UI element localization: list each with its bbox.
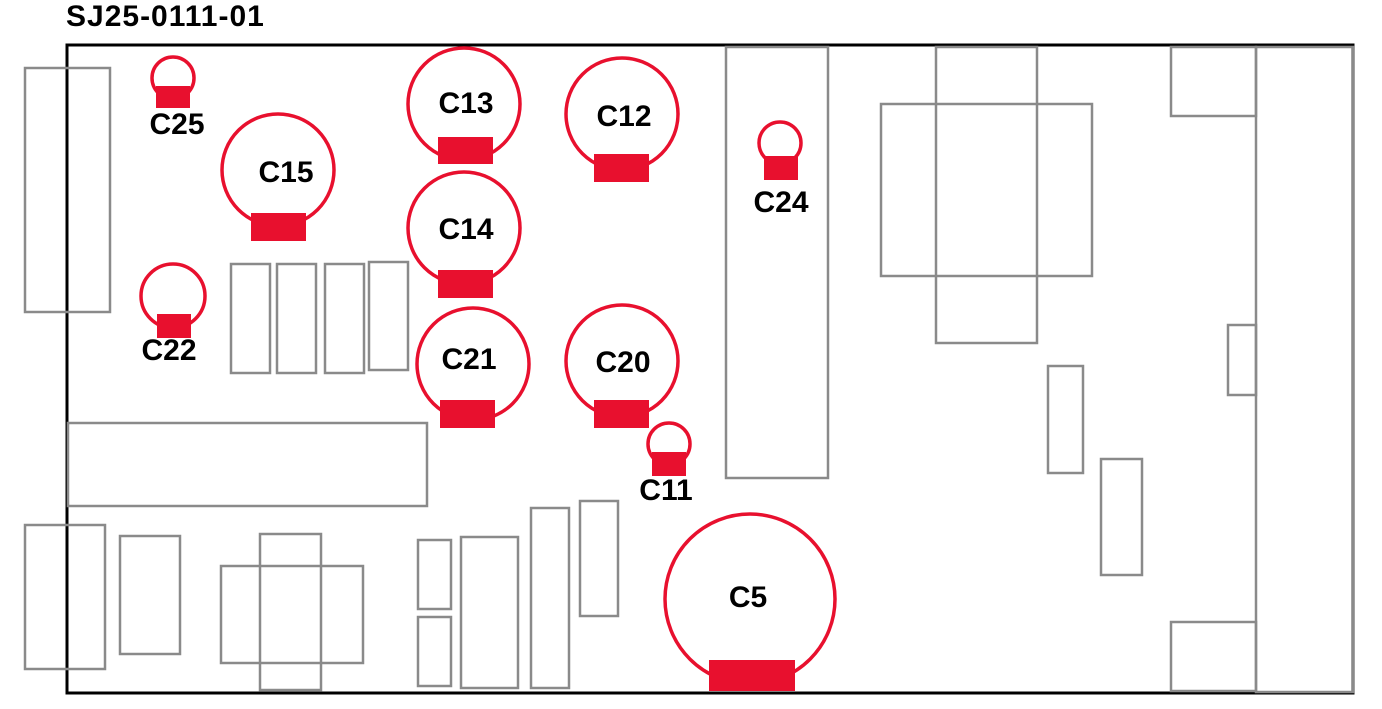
c21-label: C21 xyxy=(441,343,496,376)
c13-label: C13 xyxy=(438,87,493,120)
small-tab-right xyxy=(1226,323,1258,397)
c11-pad xyxy=(652,452,686,476)
capacitor-c12: C12 xyxy=(564,56,680,182)
transformer-horizontal xyxy=(219,564,365,665)
c11-label: C11 xyxy=(639,474,692,507)
corner-block-bottom xyxy=(1169,620,1258,693)
transformer-main-v xyxy=(934,45,1039,345)
capacitor-c22: C22 xyxy=(139,262,207,367)
c12-label: C12 xyxy=(596,100,651,133)
resistor-1 xyxy=(229,262,272,375)
corner-block-top xyxy=(1169,45,1258,118)
capacitor-c20: C20 xyxy=(564,303,680,428)
part-right-2 xyxy=(1099,457,1144,577)
transformer-vertical xyxy=(258,532,323,692)
board-title: SJ25-0111-01 xyxy=(66,0,265,33)
c14-pad xyxy=(438,270,493,298)
resistor-2 xyxy=(275,262,318,375)
part-medium xyxy=(459,535,520,690)
c5-label: C5 xyxy=(729,581,767,614)
c13-pad xyxy=(438,137,493,164)
part-tall-2 xyxy=(578,499,620,618)
c21-pad xyxy=(440,400,495,428)
c20-pad xyxy=(594,400,649,428)
c22-label: C22 xyxy=(141,334,196,367)
part-small-2 xyxy=(416,615,453,688)
long-connector xyxy=(724,45,830,480)
component-footprints xyxy=(23,45,1355,694)
capacitor-c11: C11 xyxy=(639,421,693,507)
c25-label: C25 xyxy=(149,108,204,141)
ic-small-left xyxy=(118,534,182,656)
capacitor-c5: C5 xyxy=(663,512,837,691)
part-tall-1 xyxy=(529,506,571,690)
c24-label: C24 xyxy=(753,186,808,219)
capacitor-c13: C13 xyxy=(406,46,522,164)
c14-label: C14 xyxy=(438,213,493,246)
connector-left-top xyxy=(23,66,112,314)
c15-label: C15 xyxy=(258,156,313,189)
resistor-4 xyxy=(367,260,410,372)
capacitor-c15: C15 xyxy=(220,112,336,241)
capacitor-c25: C25 xyxy=(149,55,205,141)
c25-pad xyxy=(156,86,190,108)
resistor-3 xyxy=(323,262,366,375)
c15-pad xyxy=(251,213,306,241)
c20-label: C20 xyxy=(595,346,650,379)
part-right-1 xyxy=(1046,364,1085,475)
c5-pad xyxy=(709,660,795,691)
capacitor-c24: C24 xyxy=(753,120,809,219)
c12-pad xyxy=(594,154,649,182)
capacitor-c14: C14 xyxy=(406,170,522,298)
transformer-main-h xyxy=(879,102,1094,278)
heatsink-block xyxy=(66,421,429,508)
part-small-1 xyxy=(416,538,453,611)
capacitor-c21: C21 xyxy=(415,306,531,428)
c24-pad xyxy=(764,156,798,180)
right-edge-strip xyxy=(1254,45,1355,694)
c22-pad xyxy=(157,314,191,338)
connector-left-bottom xyxy=(23,523,107,671)
